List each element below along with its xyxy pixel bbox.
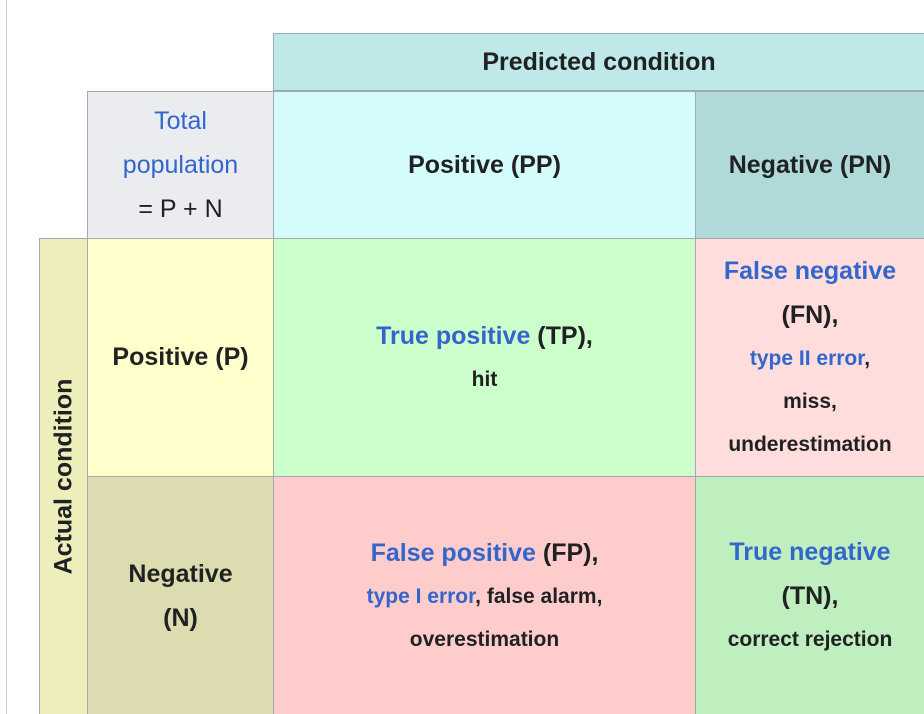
false-negative-cell: False negative (FN), type II error, miss… [695,238,924,477]
actual-negative-label-line1: Negative [128,559,233,588]
false-negative-desc-underestimation: underestimation [728,433,892,456]
true-negative-desc: correct rejection [727,628,893,651]
true-positive-cell: True positive (TP), hit [273,238,696,477]
false-positive-abbr: (FP), [535,538,599,567]
false-positive-title: False positive (FP), [371,531,599,575]
false-positive-cell: False positive (FP), type I error, false… [273,476,696,714]
true-negative-cell: True negative (TN), correct rejection [695,476,924,714]
type-ii-error-comma: , [864,347,871,370]
true-positive-title: True positive (TP), [376,314,593,358]
total-population-cell: Total population = P + N [87,91,274,239]
false-negative-error-line: type II error, [750,337,870,380]
type-ii-error-link[interactable]: type II error [749,347,865,370]
false-negative-abbr: (FN), [781,301,839,329]
false-positive-error-line: type I error, false alarm, [367,575,603,618]
true-positive-abbr: (TP), [530,322,593,350]
true-positive-desc: hit [471,368,498,391]
predicted-condition-label: Predicted condition [482,47,716,76]
total-population-link-line1[interactable]: Total [154,107,207,135]
false-positive-desc-overestimation: overestimation [409,627,560,651]
true-positive-link[interactable]: True positive [376,322,531,350]
false-negative-link[interactable]: False negative [723,257,897,285]
actual-condition-header: Actual condition [39,238,88,714]
predicted-negative-header: Negative (PN) [695,91,924,239]
false-positive-false-alarm: , false alarm, [475,584,603,608]
false-negative-desc-miss: miss, [783,390,837,413]
predicted-positive-header: Positive (PP) [273,91,696,239]
true-negative-abbr: (TN), [781,582,839,610]
predicted-negative-label: Negative (PN) [728,150,892,179]
predicted-condition-header: Predicted condition [273,33,924,91]
total-population-formula: = P + N [138,195,223,223]
false-positive-link[interactable]: False positive [370,538,536,567]
actual-condition-label: Actual condition [49,378,78,575]
actual-negative-header: Negative (N) [87,476,274,714]
actual-negative-label-line2: (N) [163,603,198,632]
actual-positive-header: Positive (P) [87,238,274,477]
actual-positive-label: Positive (P) [112,343,249,371]
predicted-positive-label: Positive (PP) [408,150,561,179]
page-left-border [0,0,7,714]
total-population-link-line2[interactable]: population [122,151,239,179]
type-i-error-link[interactable]: type I error [366,584,476,608]
true-negative-link[interactable]: True negative [729,538,891,566]
